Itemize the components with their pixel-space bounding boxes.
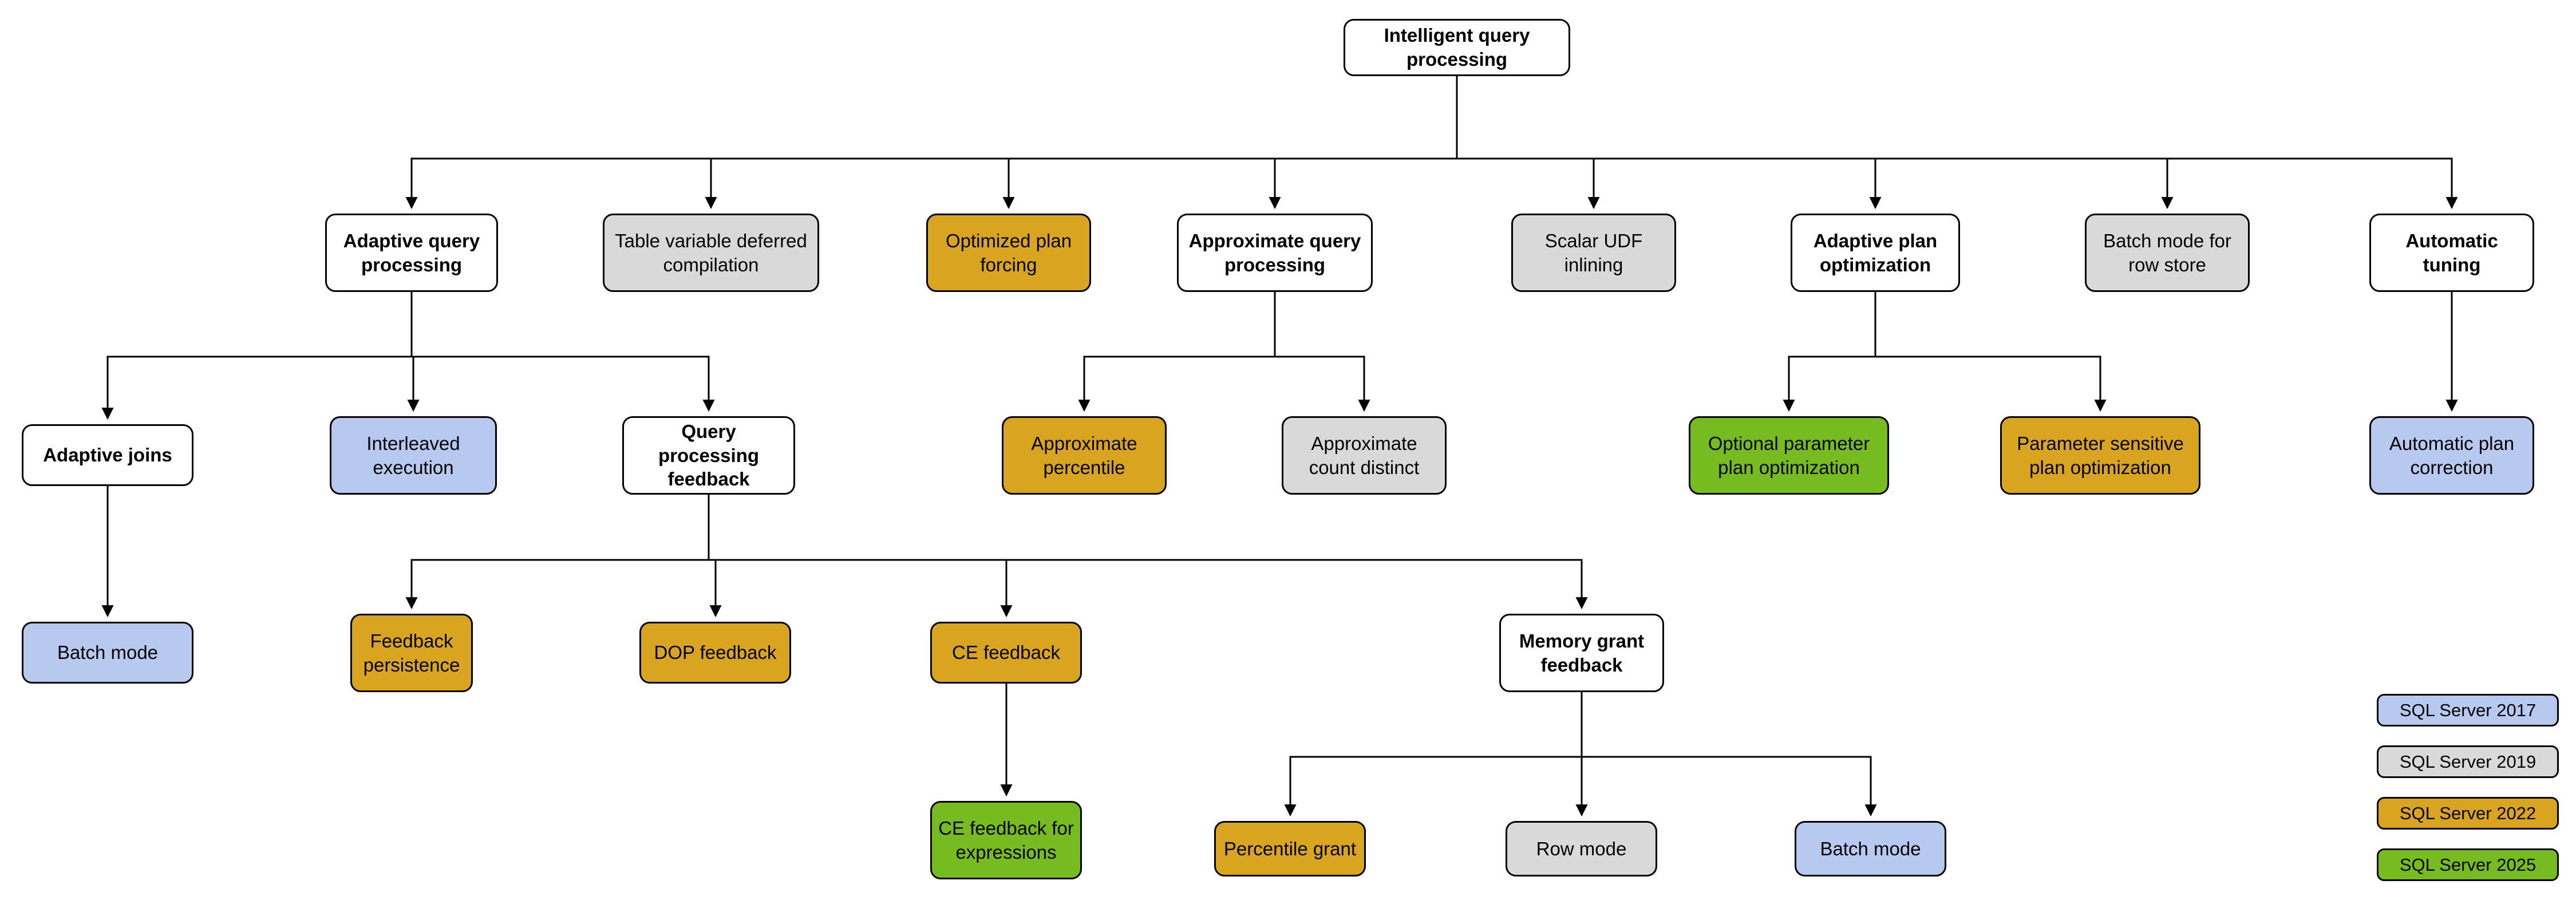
node-label: Interleaved execution [366, 432, 460, 478]
edge-iqp-to-bmrs [1456, 76, 2174, 210]
legend-item-sql-server-2025: SQL Server 2025 [2377, 848, 2559, 881]
node-label: Intelligent query processing [1384, 25, 1530, 70]
legend-item-label: SQL Server 2017 [2399, 700, 2537, 720]
node-label: Query processing feedback [658, 421, 760, 490]
node-label: CE feedback for expressions [938, 817, 1074, 863]
node-label: Optimized plan forcing [945, 230, 1072, 275]
legend-item-label: SQL Server 2025 [2399, 854, 2537, 875]
node-label: DOP feedback [654, 642, 777, 664]
node-label: Scalar UDF inlining [1544, 230, 1643, 275]
edge-iqp-to-opf [1002, 76, 1458, 210]
node-bmrs[interactable]: Batch mode for row store [2085, 214, 2250, 292]
node-iqp[interactable]: Intelligent query processing [1344, 19, 1570, 76]
node-fpersist[interactable]: Feedback persistence [350, 614, 473, 692]
node-tvdc[interactable]: Table variable deferred compilation [603, 214, 819, 292]
node-aqp[interactable]: Adaptive query processing [325, 214, 498, 292]
node-oppo[interactable]: Optional parameter plan optimization [1689, 416, 1889, 495]
node-label: Table variable deferred compilation [615, 230, 807, 275]
edge-iqp-to-apo [1456, 76, 1882, 210]
node-label: CE feedback [952, 642, 1060, 664]
legend-item-sql-server-2022: SQL Server 2022 [2377, 797, 2559, 830]
edge-iqp-to-sudf [1456, 76, 1600, 210]
node-apq[interactable]: Approximate query processing [1177, 214, 1373, 292]
edge-apo-to-oppo [1783, 292, 1876, 412]
node-cefbexpr[interactable]: CE feedback for expressions [930, 801, 1082, 879]
edge-iqp-to-tvdc [705, 76, 1458, 210]
node-opf[interactable]: Optimized plan forcing [926, 214, 1091, 292]
node-label: Batch mode for row store [2103, 230, 2231, 275]
edge-aqp-to-ajoins [101, 292, 413, 420]
node-label: Approximate query processing [1188, 230, 1361, 275]
node-pgrant[interactable]: Percentile grant [1214, 821, 1366, 876]
node-sudf[interactable]: Scalar UDF inlining [1511, 214, 1676, 292]
node-acdistinct[interactable]: Approximate count distinct [1282, 416, 1447, 495]
node-label: Feedback persistence [363, 630, 460, 676]
node-qpf[interactable]: Query processing feedback [622, 416, 795, 495]
legend-item-label: SQL Server 2019 [2399, 751, 2537, 772]
edge-apo-to-pspo [1874, 292, 2107, 412]
node-mgf[interactable]: Memory grant feedback [1499, 614, 1664, 692]
node-bmode1[interactable]: Batch mode [22, 622, 193, 684]
edge-apq-to-apercent [1078, 292, 1276, 412]
node-ajoins[interactable]: Adaptive joins [22, 424, 193, 486]
node-label: Adaptive joins [43, 444, 172, 466]
node-label: Parameter sensitive plan optimization [2017, 432, 2184, 478]
legend-item-label: SQL Server 2022 [2399, 803, 2537, 823]
node-label: Automatic tuning [2405, 230, 2498, 275]
edge-mgf-to-bmode2 [1581, 692, 1877, 817]
legend-item-sql-server-2017: SQL Server 2017 [2377, 694, 2559, 727]
node-label: Batch mode [57, 642, 159, 664]
node-apcorr[interactable]: Automatic plan correction [2369, 416, 2534, 495]
edge-qpf-to-cefb [708, 495, 1013, 618]
edge-mgf-to-pgrant [1284, 692, 1583, 817]
node-bmode2[interactable]: Batch mode [1795, 821, 1946, 876]
node-label: Percentile grant [1223, 838, 1357, 859]
node-label: Memory grant feedback [1519, 630, 1645, 676]
node-label: Optional parameter plan optimization [1708, 432, 1870, 478]
node-apercent[interactable]: Approximate percentile [1002, 416, 1167, 495]
node-label: Row mode [1536, 838, 1627, 859]
edge-apq-to-acdistinct [1274, 292, 1370, 412]
node-cefb[interactable]: CE feedback [930, 622, 1082, 684]
edge-iqp-to-aqp [405, 76, 1458, 210]
edge-iqp-to-apq [1269, 76, 1458, 210]
edge-qpf-to-dopfb [708, 495, 722, 618]
node-label: Adaptive plan optimization [1813, 230, 1938, 275]
edge-aqp-to-qpf [410, 292, 715, 412]
node-label: Approximate count distinct [1309, 432, 1420, 478]
node-label: Approximate percentile [1031, 432, 1137, 478]
edge-aqp-to-interleaved [407, 292, 420, 412]
node-label: Automatic plan correction [2389, 432, 2515, 478]
node-dopfb[interactable]: DOP feedback [639, 622, 791, 684]
node-autotune[interactable]: Automatic tuning [2369, 214, 2534, 292]
edge-qpf-to-fpersist [405, 495, 710, 610]
node-rowmode[interactable]: Row mode [1506, 821, 1657, 876]
node-pspo[interactable]: Parameter sensitive plan optimization [2000, 416, 2200, 495]
node-label: Batch mode [1820, 838, 1921, 859]
legend-item-sql-server-2019: SQL Server 2019 [2377, 745, 2559, 778]
edge-iqp-to-autotune [1456, 76, 2458, 210]
node-label: Adaptive query processing [343, 230, 480, 275]
node-interleaved[interactable]: Interleaved execution [330, 416, 497, 495]
node-apo[interactable]: Adaptive plan optimization [1791, 214, 1960, 292]
edge-qpf-to-mgf [708, 495, 1588, 610]
